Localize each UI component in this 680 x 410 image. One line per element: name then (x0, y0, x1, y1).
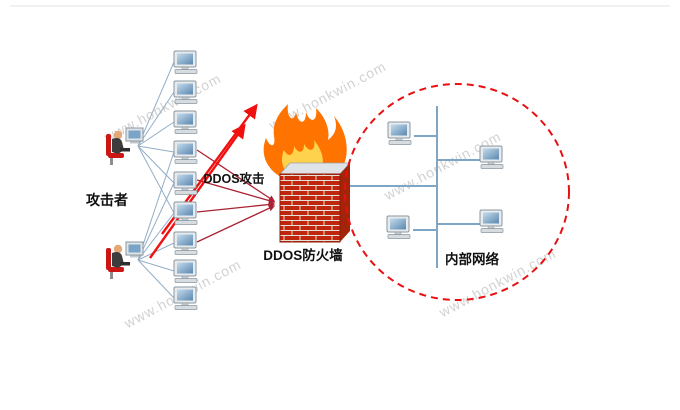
computer-icon (386, 215, 411, 239)
computer-icon (173, 50, 198, 74)
firewall-icon (279, 162, 351, 243)
computer-icon (479, 145, 504, 169)
computer-icon (173, 259, 198, 283)
computer-icon (479, 209, 504, 233)
connection-line (137, 145, 175, 153)
attacker-label: 攻击者 (86, 192, 128, 208)
connection-line (137, 61, 175, 147)
connection-line (137, 121, 175, 147)
firewall-top (279, 162, 351, 175)
computer-icon (173, 171, 198, 195)
connection-line (137, 182, 175, 261)
attacker1-connections (137, 61, 175, 214)
connection-line (137, 145, 175, 184)
ddos-firewall-label: DDOS防火墙 (263, 247, 343, 263)
connection-line (137, 259, 175, 299)
attack-line (196, 201, 276, 213)
connection-line (137, 151, 175, 261)
computer-icon (173, 231, 198, 255)
connection-line (137, 91, 175, 147)
attack-line (196, 149, 276, 202)
computer-icon (387, 121, 412, 145)
connection-line (137, 212, 175, 261)
internal-network-label: 内部网络 (445, 251, 499, 267)
internal-network-boundary (344, 83, 570, 301)
firewall-side (340, 163, 350, 242)
internal-network (386, 106, 504, 268)
attacker2-connections (137, 151, 175, 299)
attack-line (196, 179, 276, 204)
attacker-icon (105, 241, 144, 280)
computer-icon (173, 140, 198, 164)
connection-line (137, 145, 175, 214)
computer-icon (173, 286, 198, 310)
ddos-attack-label: DDOS攻击 (203, 171, 264, 186)
zombie-computers (173, 50, 198, 310)
computer-icon (173, 110, 198, 134)
computer-icon (173, 201, 198, 225)
attack-line (196, 205, 276, 243)
firewall-front (279, 173, 341, 243)
computer-icon (173, 80, 198, 104)
connection-line (137, 259, 175, 272)
attack-lines (196, 149, 276, 243)
